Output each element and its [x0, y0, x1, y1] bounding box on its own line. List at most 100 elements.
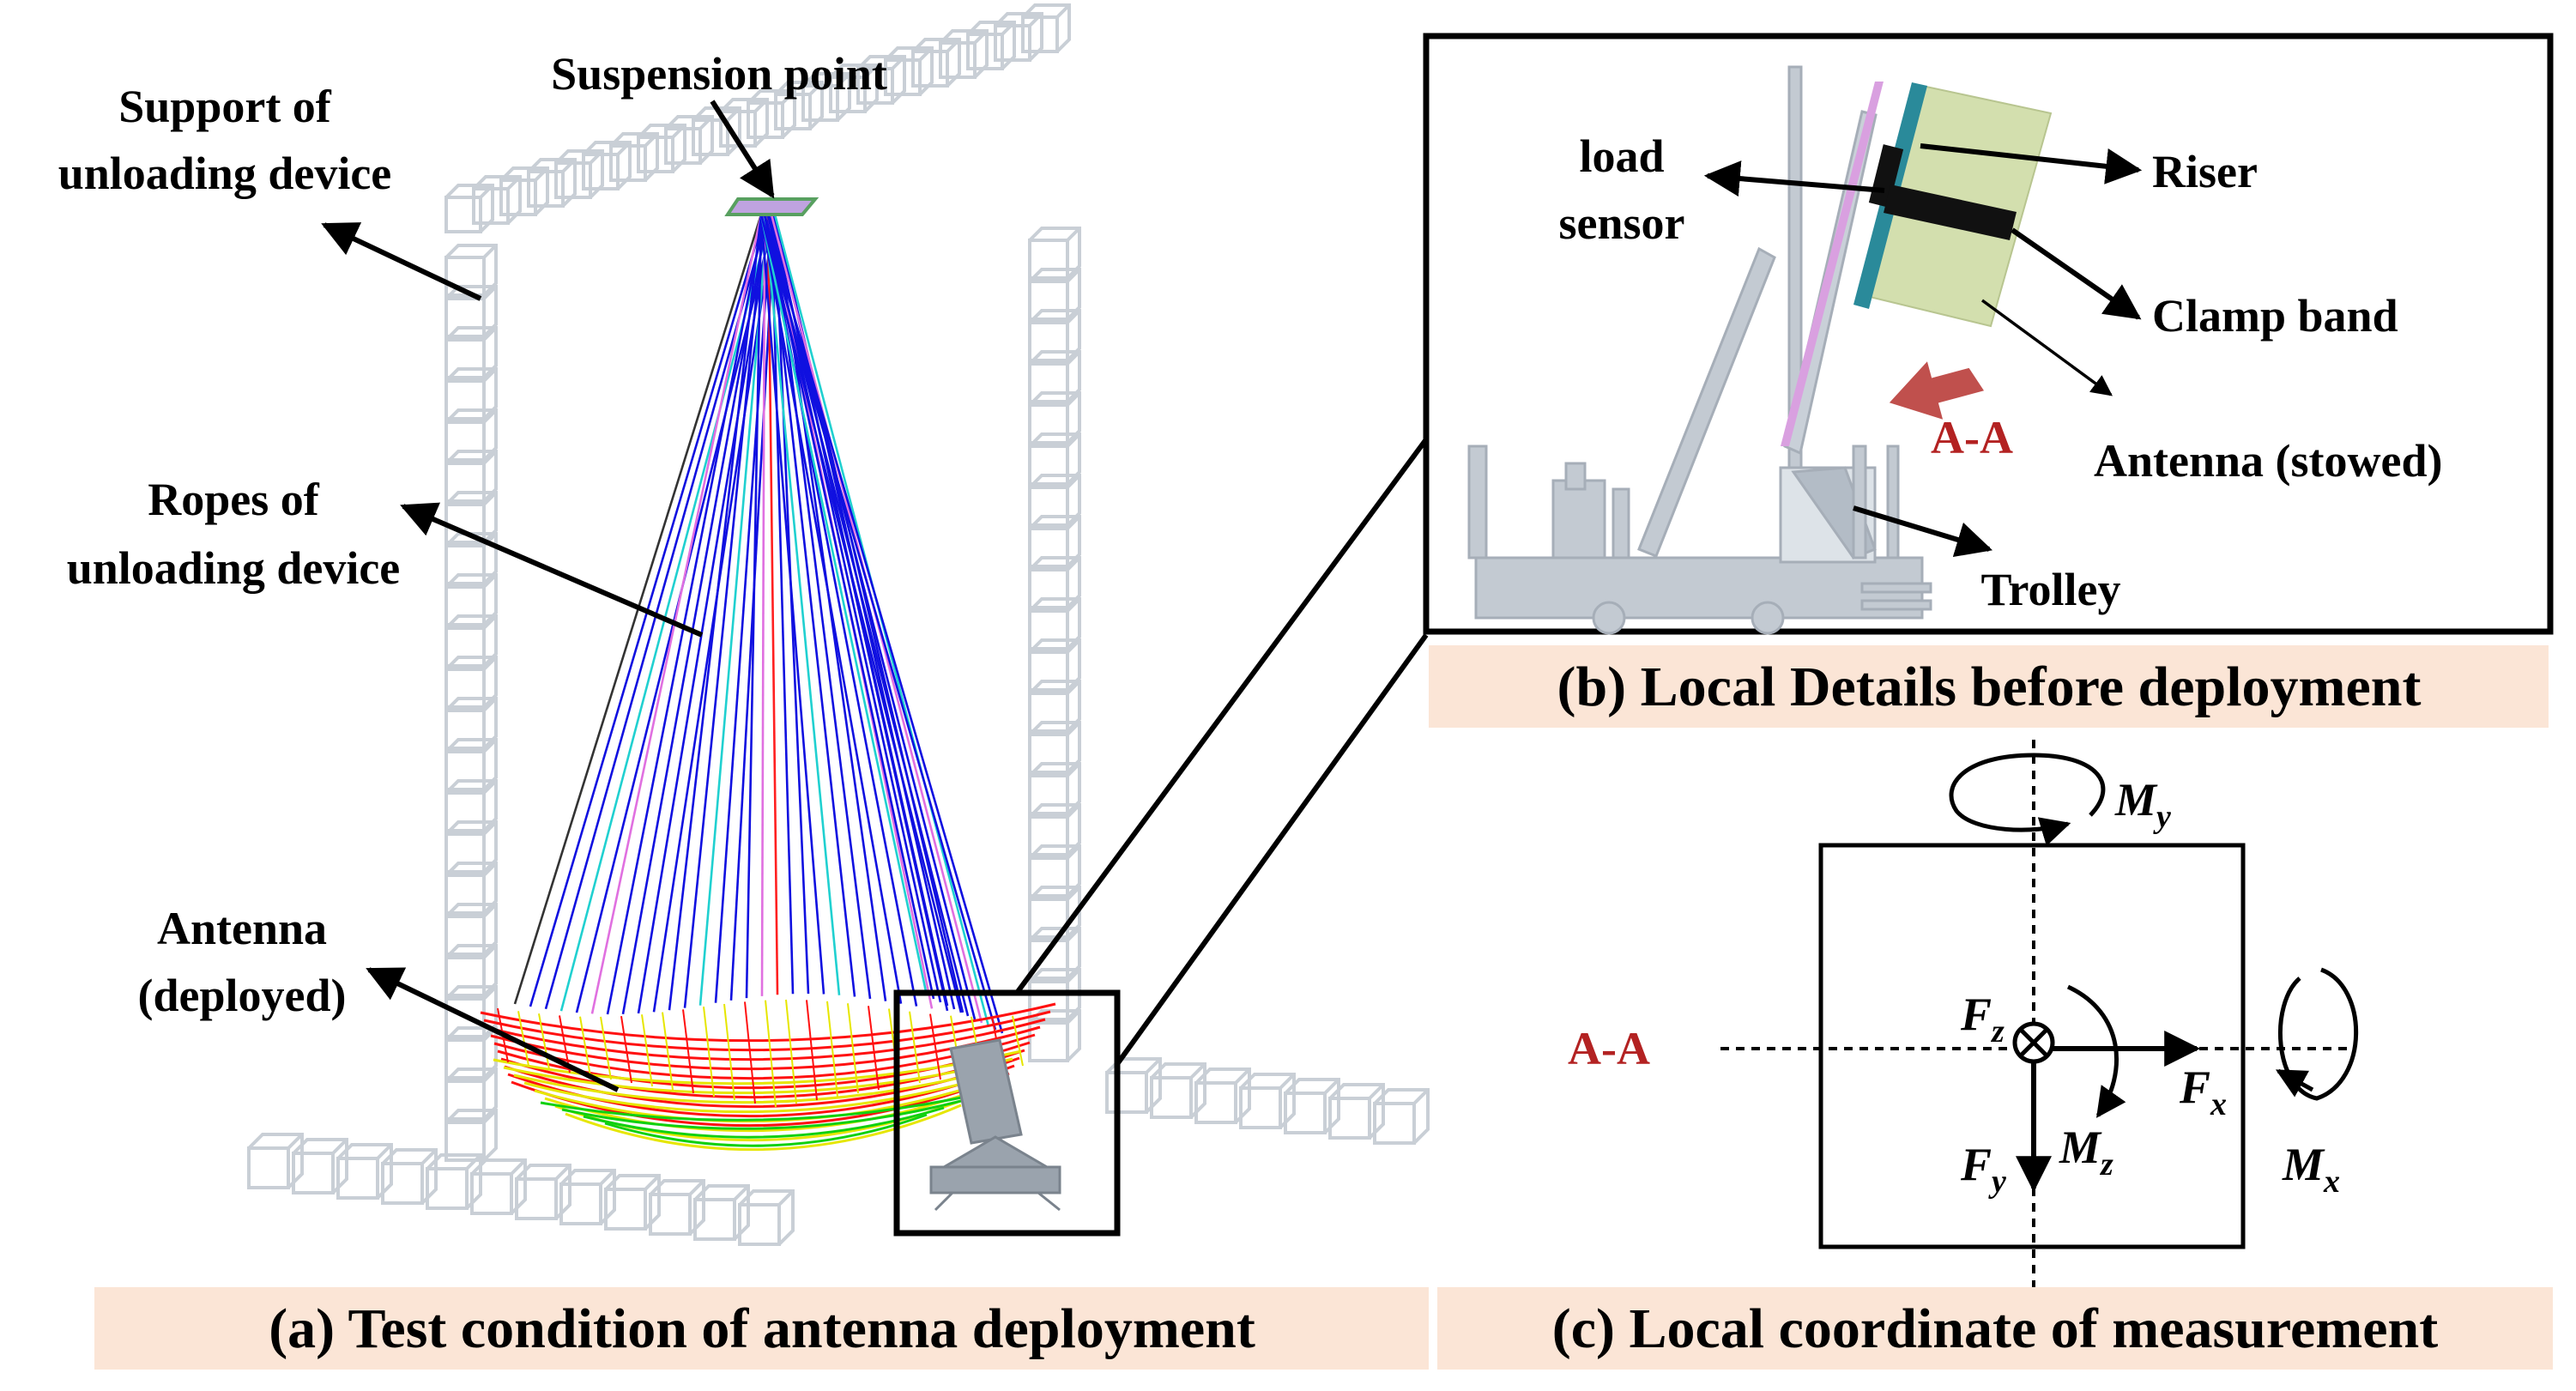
frame-cube: [1028, 403, 1069, 445]
trolley-small: [929, 1038, 1061, 1212]
frame-cube-edge: [688, 1179, 705, 1196]
mesh-rib: [847, 1003, 859, 1094]
frame-cube: [604, 1188, 647, 1231]
trolley-label: Trolley: [1981, 564, 2121, 615]
frame-cube-edge: [1412, 1088, 1430, 1105]
frame-cube: [637, 136, 674, 173]
frame-cube-edge: [482, 656, 498, 671]
caption-c: (c) Local coordinate of measurement: [1552, 1297, 2439, 1360]
frame-cube-edge: [1066, 680, 1081, 695]
panel-c-local-coordinate: A-A My Mx Mz Fz Fx Fy (c) Local coordina…: [1437, 740, 2553, 1370]
frame-cube: [444, 997, 486, 1038]
frame-cube-edge: [510, 1158, 527, 1176]
frame-cube: [444, 709, 486, 750]
frame-cube-edge: [482, 1109, 498, 1124]
frame-cube-edge: [1066, 762, 1081, 777]
mesh-rib: [765, 1000, 777, 1108]
clamp-band: [1884, 184, 2017, 240]
frame-cube: [1284, 1092, 1327, 1134]
frame-cube-edge: [1234, 1067, 1251, 1085]
load-sensor-label-line1: load: [1579, 130, 1664, 182]
mesh-green-band: [561, 1099, 962, 1130]
frame-cube: [1021, 15, 1059, 53]
frame-cube-edge: [1066, 968, 1081, 983]
rope: [714, 214, 773, 1003]
frame-cube: [994, 24, 1031, 62]
mesh-rib: [517, 1011, 529, 1067]
frame-cube-edge: [465, 1153, 482, 1170]
detail-box: [893, 989, 1121, 1237]
frame-cube-edge: [482, 1067, 498, 1083]
fx-symbol: Fx: [2179, 1061, 2227, 1122]
frame-cube: [939, 41, 977, 79]
frame-cube: [1028, 692, 1069, 733]
frame-cube: [336, 1157, 379, 1200]
frame-cube-edge: [1323, 1078, 1340, 1095]
mesh-green-band: [540, 1092, 979, 1122]
mesh-red-band: [487, 1018, 1046, 1061]
section-label-c: A-A: [1568, 1023, 1650, 1074]
frame-cube: [1028, 733, 1069, 774]
frame-cube-edge: [1066, 432, 1081, 448]
frame-cube-edge: [1279, 1073, 1296, 1090]
suspension-point-label: Suspension point: [551, 48, 887, 100]
frame-cube: [1105, 1071, 1148, 1114]
frame-cube-edge: [1066, 1009, 1081, 1025]
frame-cube-edge: [331, 1138, 348, 1155]
section-label-b: A-A: [1931, 412, 2013, 463]
my-symbol: My: [2114, 774, 2171, 835]
frame-cube: [1150, 1076, 1193, 1119]
frame-cube-edge: [1066, 886, 1081, 901]
frame-cube-edge: [482, 244, 498, 259]
rope: [683, 214, 766, 1008]
mesh-rib: [929, 1013, 941, 1080]
antenna-deployed-label-line1: Antenna: [157, 903, 327, 954]
frame-cube-edge: [1066, 803, 1081, 819]
caption-a-background: [94, 1287, 1429, 1370]
antenna-deployed-label-line2: (deployed): [138, 970, 347, 1021]
frame-cube-edge: [1368, 1083, 1385, 1100]
frame-cube-edge: [1066, 227, 1081, 242]
frame-cube: [829, 76, 867, 113]
frame-cube: [444, 1080, 486, 1121]
rope: [770, 214, 795, 995]
rope: [766, 214, 856, 997]
frame-cube-edge: [482, 367, 498, 383]
mesh-rib: [744, 1001, 756, 1104]
rope: [745, 214, 763, 999]
my-moment-arrow: [1949, 753, 2106, 846]
frame-cube: [609, 144, 647, 182]
ropes-label-line1: Ropes of: [148, 474, 320, 525]
frame-cube: [1028, 898, 1069, 939]
frame-cube: [444, 832, 486, 874]
frame-cube: [774, 93, 812, 130]
section-arrow: [1889, 361, 1985, 420]
rope: [668, 214, 763, 1011]
mesh-rib: [703, 1006, 715, 1098]
mesh-yellow-band: [565, 1104, 962, 1152]
mesh-rib: [682, 1009, 694, 1094]
ropes-arrow: [400, 502, 704, 638]
frame-cube: [472, 187, 510, 225]
caption-c-background: [1437, 1287, 2553, 1370]
fz-symbol: Fz: [1960, 989, 2005, 1049]
frame-cube: [470, 1172, 513, 1215]
frame-cube: [515, 1177, 558, 1220]
frame-cube-edge: [482, 820, 498, 836]
frame-cube: [444, 626, 486, 668]
frame-cube-edge: [733, 1184, 750, 1201]
frame-cube: [559, 1182, 602, 1225]
frame-cube-edge: [1066, 638, 1081, 654]
frame-cube-edge: [1189, 1062, 1206, 1080]
frame-cube-edge: [644, 1174, 661, 1191]
frame-cube: [444, 544, 486, 585]
frame-cube: [444, 874, 486, 915]
frame-cube-edge: [599, 1169, 616, 1186]
rope: [759, 214, 928, 996]
rope: [759, 214, 903, 1004]
connector-line-bottom: [1115, 633, 1429, 1066]
rope: [637, 214, 773, 1014]
frame-cube-edge: [482, 862, 498, 877]
frame-cube: [444, 379, 486, 420]
